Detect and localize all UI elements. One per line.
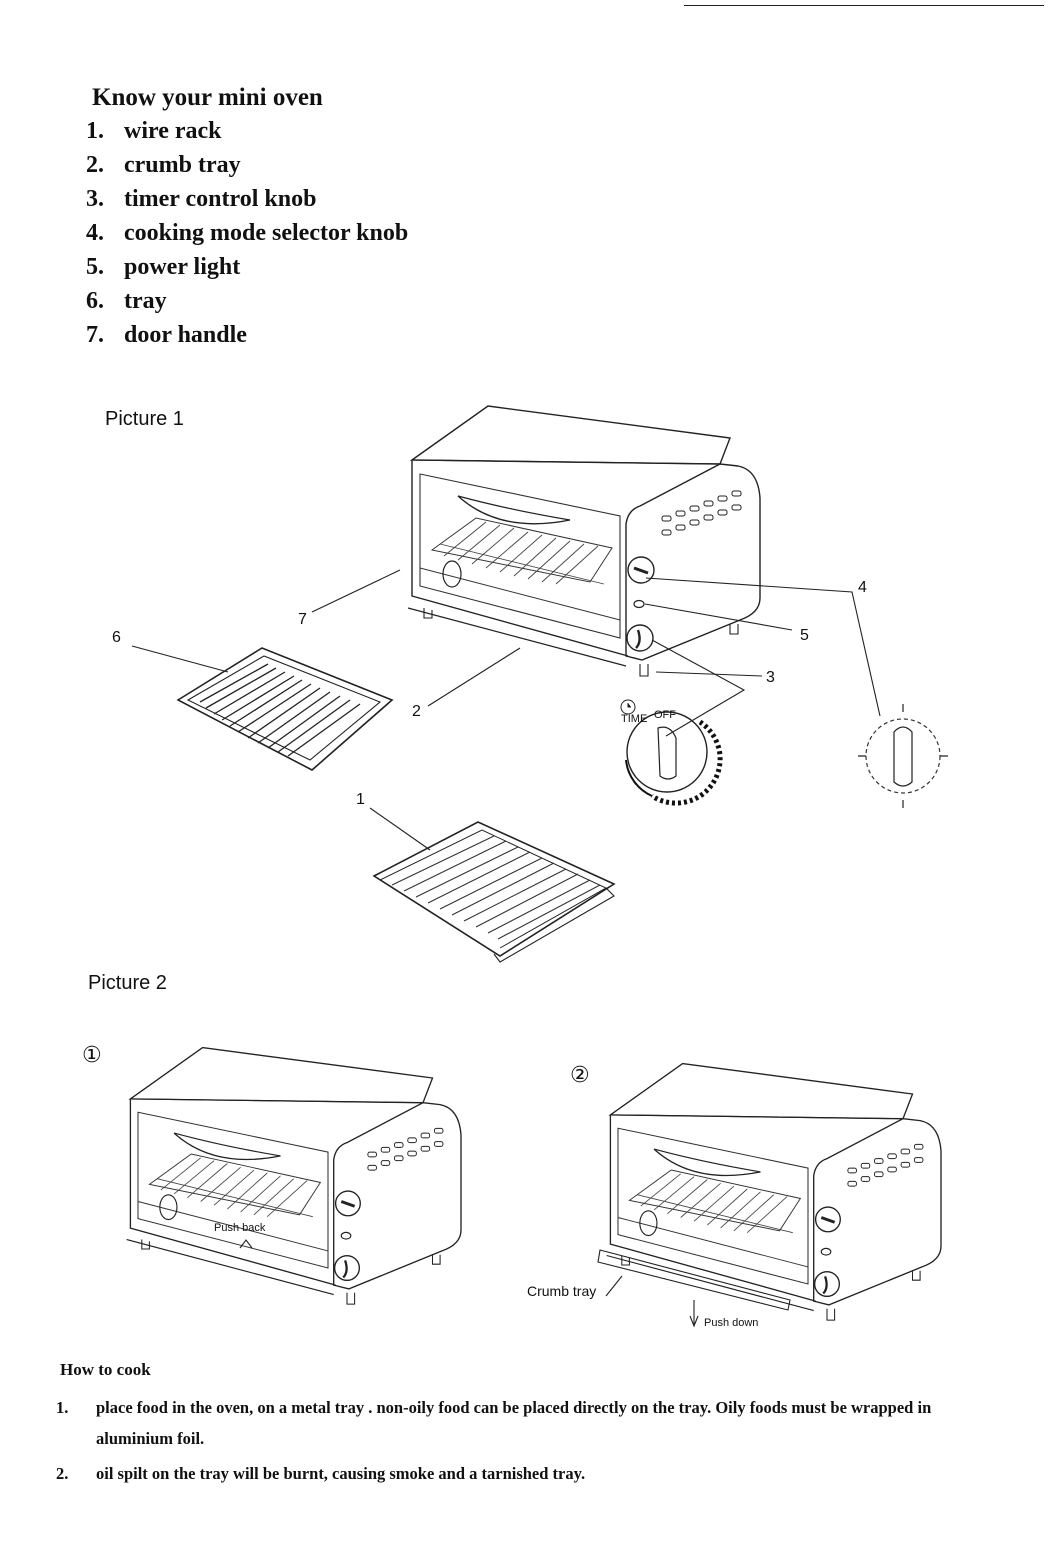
item-number: 4. — [86, 220, 104, 246]
list-item: 1. wire rack — [86, 118, 408, 152]
item-label: power light — [124, 254, 241, 280]
list-item: 2. oil spilt on the tray will be burnt, c… — [56, 1458, 976, 1489]
callout-lines — [131, 569, 881, 851]
callout-5: 5 — [800, 627, 809, 644]
timer-dial-detail: TIME OFF — [620, 699, 723, 806]
list-item: 4. cooking mode selector knob — [86, 220, 408, 254]
parts-list: 1. wire rack 2. crumb tray 3. timer control… — [86, 118, 408, 356]
wire-rack-illustration — [372, 821, 616, 963]
how-to-cook-title: How to cook — [60, 1360, 151, 1379]
how-to-cook-list: 1. place food in the oven, on a metal tra… — [56, 1392, 976, 1489]
oven-step-2-illustration — [605, 1062, 943, 1322]
list-item: 2. crumb tray — [86, 152, 408, 186]
list-item: 7. door handle — [86, 322, 408, 356]
picture-2-diagram: ① ② Push back Crumb tray Push down — [82, 1043, 943, 1329]
item-number: 3. — [86, 186, 104, 212]
step-text: oil spilt on the tray will be burnt, cau… — [96, 1464, 586, 1483]
item-number: 7. — [86, 322, 104, 348]
push-down-label: Push down — [704, 1317, 758, 1329]
item-number: 5. — [86, 254, 104, 280]
crumb-tray-label: Crumb tray — [527, 1283, 596, 1299]
top-rule — [684, 5, 1044, 6]
dial-label-time: TIME — [621, 713, 647, 725]
item-label: door handle — [124, 322, 247, 348]
item-number: 6. — [86, 288, 104, 314]
selector-knob-detail — [858, 704, 948, 808]
step-number: 2. — [56, 1464, 69, 1483]
list-item: 6. tray — [86, 288, 408, 322]
picture-1-label: Picture 1 — [105, 408, 184, 430]
push-back-label: Push back — [214, 1222, 266, 1234]
item-label: tray — [124, 288, 167, 314]
item-number: 2. — [86, 152, 104, 178]
dial-label-off: OFF — [654, 709, 676, 721]
picture-2-label: Picture 2 — [88, 972, 167, 994]
tray-illustration — [176, 647, 394, 771]
step-number: 1. — [56, 1398, 69, 1417]
callout-2: 2 — [412, 703, 421, 720]
picture-1-diagram: TIME OFF 1 2 3 4 5 6 7 — [112, 404, 948, 963]
callout-4: 4 — [858, 579, 867, 596]
list-item: 5. power light — [86, 254, 408, 288]
list-item: 3. timer control knob — [86, 186, 408, 220]
step-2-marker: ② — [570, 1063, 590, 1088]
callout-7: 7 — [298, 611, 307, 628]
callout-6: 6 — [112, 629, 121, 646]
oven-step-1-illustration — [125, 1046, 463, 1306]
step-1-marker: ① — [82, 1043, 102, 1068]
item-label: crumb tray — [124, 152, 241, 178]
item-label: timer control knob — [124, 186, 317, 212]
page-title: Know your mini oven — [92, 84, 323, 111]
callout-3: 3 — [766, 669, 775, 686]
item-label: wire rack — [124, 118, 222, 144]
step-text: place food in the oven, on a metal tray … — [96, 1398, 932, 1448]
callout-1: 1 — [356, 791, 365, 808]
item-number: 1. — [86, 118, 104, 144]
list-item: 1. place food in the oven, on a metal tra… — [56, 1392, 976, 1454]
oven-illustration — [406, 404, 762, 678]
item-label: cooking mode selector knob — [124, 220, 409, 246]
